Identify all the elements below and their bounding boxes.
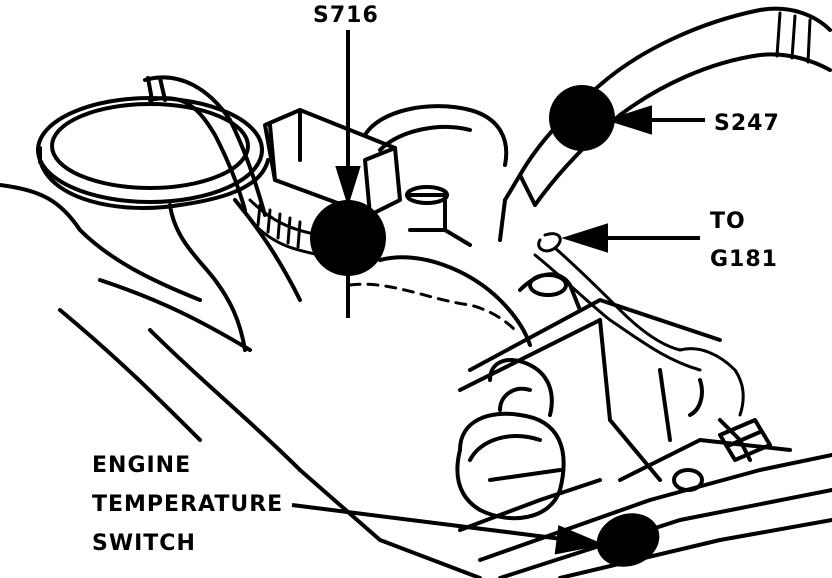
switch-arrowhead — [554, 525, 605, 555]
label-engine: ENGINE — [92, 453, 191, 478]
label-to: TO — [710, 209, 746, 234]
switch-leader — [291, 503, 571, 542]
label-temperature: TEMPERATURE — [92, 492, 283, 517]
g181-arrowhead — [561, 223, 608, 253]
label-g181: G181 — [710, 247, 778, 272]
center-component — [363, 104, 532, 347]
harness-loop — [143, 75, 267, 217]
temperature-switch-body — [596, 513, 660, 567]
connector-block — [263, 108, 402, 217]
s716-arrowhead — [335, 166, 361, 207]
label-switch: SWITCH — [92, 531, 196, 556]
s247-arrowhead — [605, 105, 652, 135]
harness-connector — [718, 418, 772, 462]
engine-block — [458, 272, 792, 492]
splice-s247-dot — [549, 85, 615, 151]
harness-corrugated — [248, 198, 322, 257]
air-intake-outlet — [36, 96, 270, 210]
engine-line-art — [0, 6, 832, 578]
upper-hose — [498, 6, 832, 242]
label-s716: S716 — [313, 3, 379, 28]
engine-temperature-switch — [596, 513, 660, 567]
lower-hose — [455, 358, 566, 521]
hidden-hose-line — [348, 282, 517, 332]
leader-lines — [291, 30, 705, 555]
label-s247: S247 — [714, 111, 780, 136]
intake-duct — [0, 183, 302, 472]
splice-s247 — [549, 85, 615, 151]
